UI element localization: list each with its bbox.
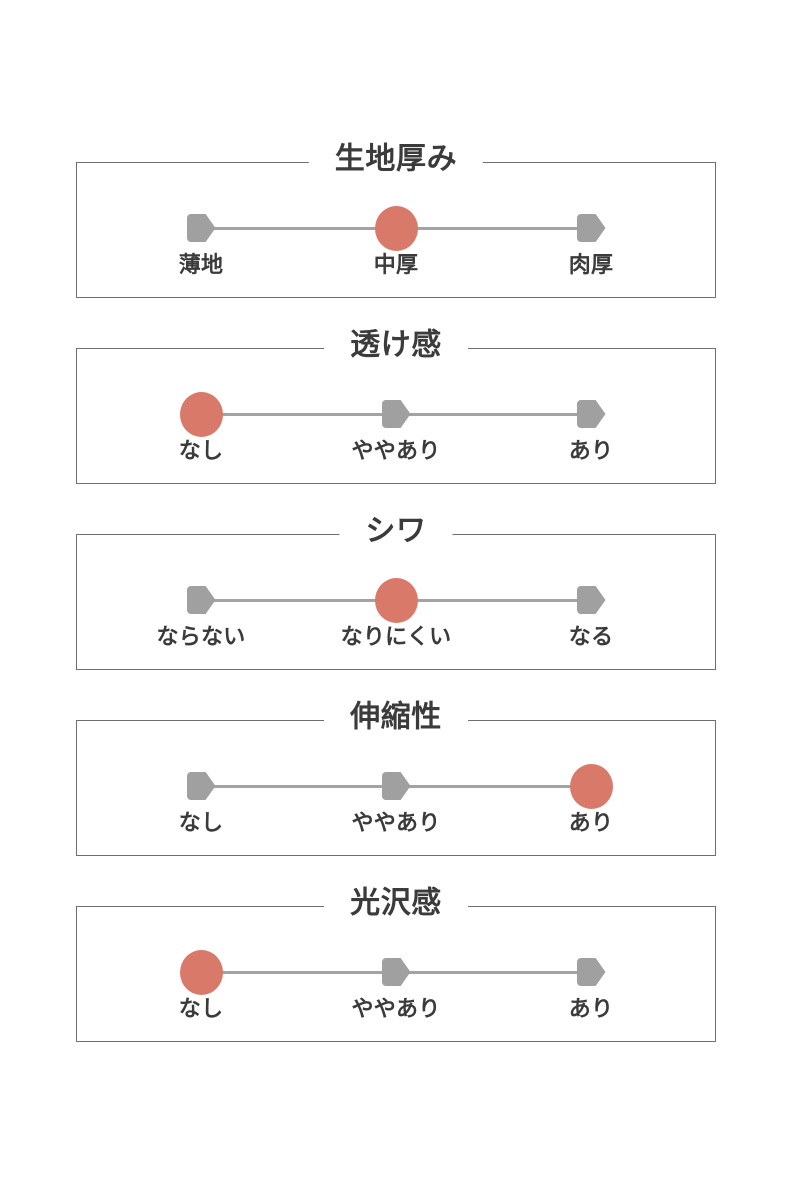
rating-scale: なし ややあり あり bbox=[77, 761, 715, 853]
scale-stop-label: なし bbox=[178, 439, 224, 464]
panel-title: 生地厚み bbox=[308, 144, 484, 175]
pentagon-pin-icon bbox=[131, 575, 271, 625]
circle-dot-icon bbox=[521, 761, 661, 811]
rating-scale: なし ややあり あり bbox=[77, 389, 715, 481]
rating-scale: ならない なりにくい なる bbox=[77, 575, 715, 667]
pentagon-pin-icon bbox=[131, 761, 271, 811]
scale-stop-label: ややあり bbox=[351, 811, 441, 836]
circle-dot-icon bbox=[131, 947, 271, 997]
attribute-panel: 伸縮性 なし ややあり あり bbox=[76, 702, 716, 856]
scale-stop-label: ややあり bbox=[351, 997, 441, 1022]
circle-dot-icon bbox=[326, 203, 466, 253]
scale-stop-label: 中厚 bbox=[373, 253, 419, 278]
pentagon-pin-icon bbox=[326, 761, 466, 811]
scale-stop[interactable]: なる bbox=[521, 575, 661, 649]
attribute-panel-list: 生地厚み 薄地 中厚 肉厚 bbox=[76, 144, 716, 1042]
attribute-panel: 生地厚み 薄地 中厚 肉厚 bbox=[76, 144, 716, 298]
scale-stop[interactable]: あり bbox=[521, 761, 661, 835]
pentagon-pin-icon bbox=[326, 389, 466, 439]
pentagon-pin-icon bbox=[326, 947, 466, 997]
pentagon-pin-icon bbox=[521, 575, 661, 625]
circle-dot-icon bbox=[131, 389, 271, 439]
panel-title: 伸縮性 bbox=[324, 702, 468, 733]
scale-stop-label: なし bbox=[178, 997, 224, 1022]
scale-stop[interactable]: 薄地 bbox=[131, 203, 271, 277]
scale-stops: なし ややあり あり bbox=[77, 947, 715, 1039]
scale-stops: なし ややあり あり bbox=[77, 761, 715, 853]
scale-stop-label: 肉厚 bbox=[568, 253, 614, 278]
scale-stop[interactable]: なし bbox=[131, 389, 271, 463]
scale-stop-label: ならない bbox=[156, 625, 246, 650]
attribute-panel: 光沢感 なし ややあり あり bbox=[76, 888, 716, 1042]
scale-stop[interactable]: なし bbox=[131, 761, 271, 835]
scale-stop[interactable]: ややあり bbox=[326, 947, 466, 1021]
rating-scale: 薄地 中厚 肉厚 bbox=[77, 203, 715, 295]
scale-stops: なし ややあり あり bbox=[77, 389, 715, 481]
scale-stop-label: ややあり bbox=[351, 439, 441, 464]
panel-title: 光沢感 bbox=[324, 888, 468, 919]
scale-stop-label: あり bbox=[568, 811, 614, 836]
scale-stop-label: なりにくい bbox=[340, 625, 452, 650]
scale-stop[interactable]: ややあり bbox=[326, 389, 466, 463]
scale-stop[interactable]: なりにくい bbox=[326, 575, 466, 649]
scale-stop[interactable]: 中厚 bbox=[326, 203, 466, 277]
scale-stops: ならない なりにくい なる bbox=[77, 575, 715, 667]
scale-stop-label: あり bbox=[568, 997, 614, 1022]
scale-stop-label: 薄地 bbox=[178, 253, 224, 278]
scale-stops: 薄地 中厚 肉厚 bbox=[77, 203, 715, 295]
panel-title: シワ bbox=[339, 516, 453, 547]
pentagon-pin-icon bbox=[131, 203, 271, 253]
panel-title: 透け感 bbox=[324, 330, 468, 361]
circle-dot-icon bbox=[326, 575, 466, 625]
scale-stop-label: あり bbox=[568, 439, 614, 464]
scale-stop[interactable]: あり bbox=[521, 389, 661, 463]
scale-stop-label: なし bbox=[178, 811, 224, 836]
scale-stop[interactable]: なし bbox=[131, 947, 271, 1021]
scale-stop[interactable]: あり bbox=[521, 947, 661, 1021]
pentagon-pin-icon bbox=[521, 203, 661, 253]
attribute-panel: 透け感 なし ややあり あり bbox=[76, 330, 716, 484]
rating-scale: なし ややあり あり bbox=[77, 947, 715, 1039]
scale-stop[interactable]: ならない bbox=[131, 575, 271, 649]
scale-stop-label: なる bbox=[568, 625, 614, 650]
pentagon-pin-icon bbox=[521, 947, 661, 997]
scale-stop[interactable]: 肉厚 bbox=[521, 203, 661, 277]
scale-stop[interactable]: ややあり bbox=[326, 761, 466, 835]
attribute-panel: シワ ならない なりにくい なる bbox=[76, 516, 716, 670]
pentagon-pin-icon bbox=[521, 389, 661, 439]
